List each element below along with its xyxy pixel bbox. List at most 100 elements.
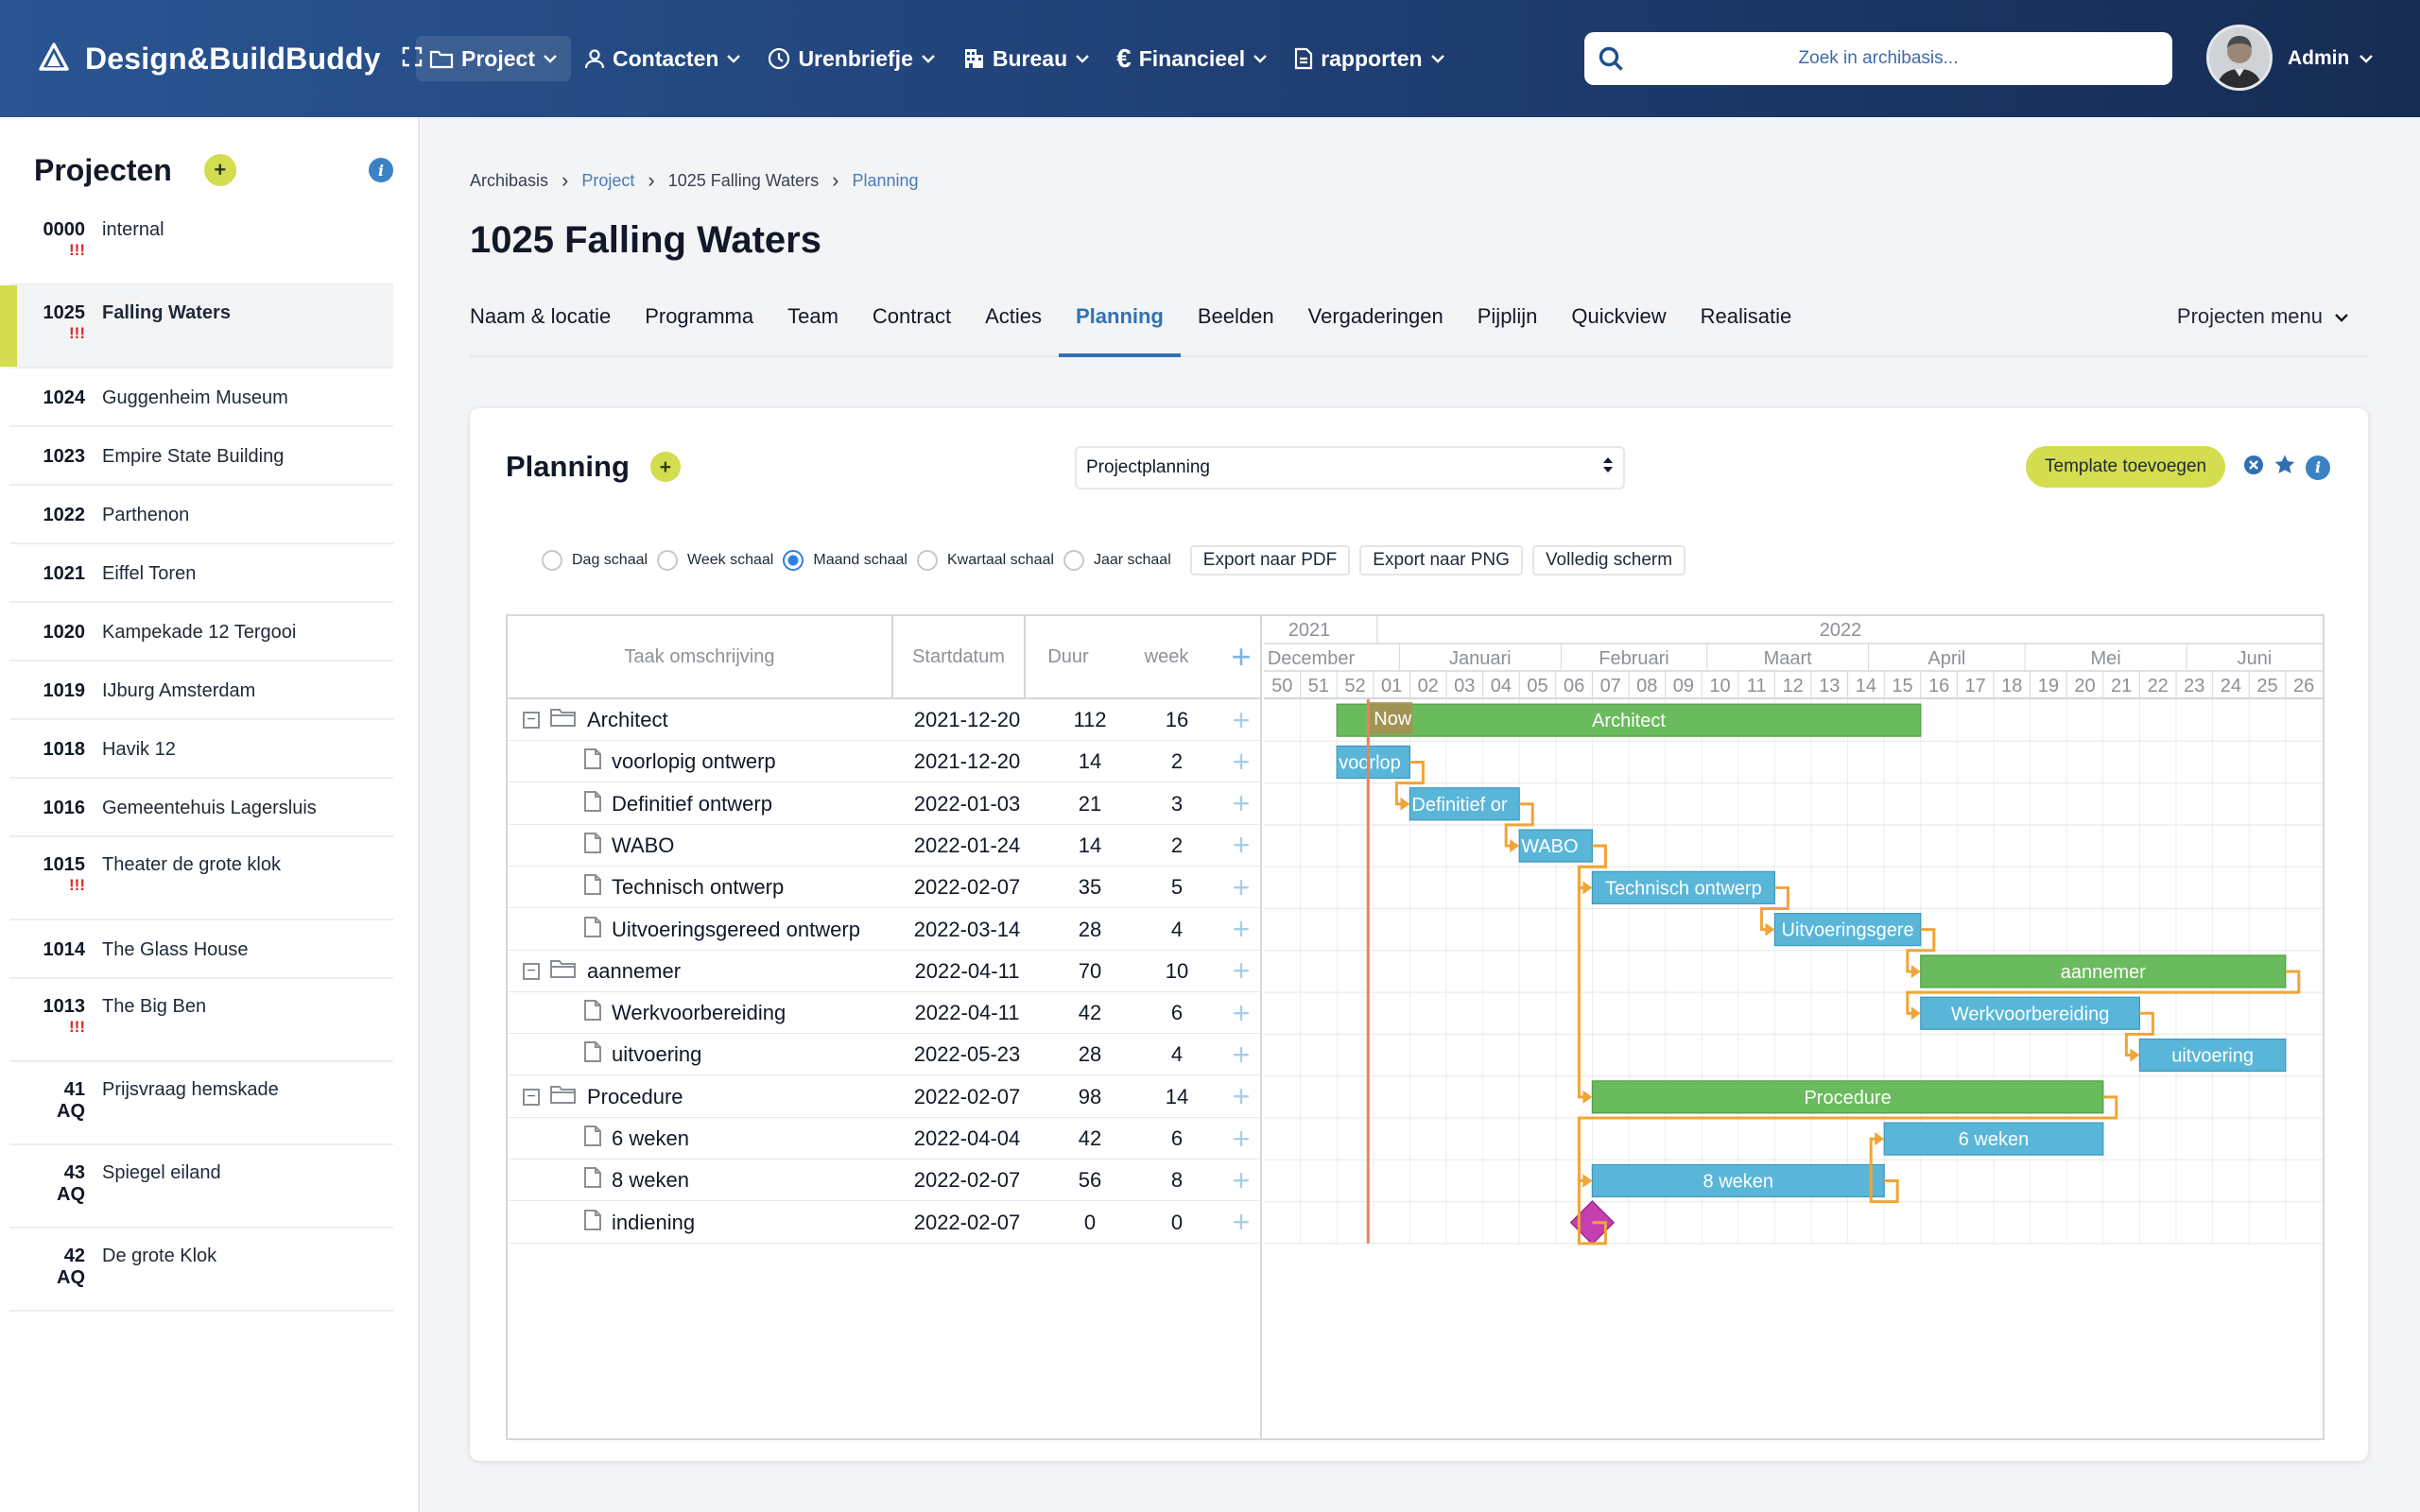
tab-planning[interactable]: Planning: [1058, 299, 1181, 357]
tab-naam-locatie[interactable]: Naam & locatie: [470, 304, 612, 328]
brand[interactable]: Design&BuildBuddy: [38, 36, 423, 81]
add-subtask-button[interactable]: +: [1232, 828, 1251, 863]
add-subtask-button[interactable]: +: [1232, 995, 1251, 1030]
project-list-item[interactable]: 0000!!!internal: [9, 202, 393, 285]
info-icon[interactable]: i: [369, 158, 393, 182]
scale-option[interactable]: Kwartaal schaal: [916, 550, 1054, 571]
scale-option[interactable]: Dag schaal: [542, 550, 648, 571]
add-subtask-button[interactable]: +: [1232, 912, 1251, 946]
template-add-button[interactable]: Template toevoegen: [2026, 446, 2226, 488]
fullscreen-icon[interactable]: [402, 46, 423, 72]
star-icon[interactable]: [2273, 454, 2296, 481]
export-png-button[interactable]: Export naar PNG: [1359, 545, 1523, 576]
project-list-item[interactable]: 1015!!!Theater de grote klok: [9, 837, 393, 920]
info-icon[interactable]: i: [2306, 455, 2330, 480]
nav-bureau[interactable]: Bureau: [949, 36, 1103, 81]
add-task-button[interactable]: +: [1222, 616, 1260, 699]
column-header-task[interactable]: Taak omschrijving: [508, 616, 893, 699]
add-subtask-button[interactable]: +: [1232, 954, 1251, 988]
collapse-toggle-icon[interactable]: −: [523, 1088, 540, 1106]
add-subtask-button[interactable]: +: [1232, 1162, 1251, 1197]
radio-button[interactable]: [542, 550, 562, 571]
nav-financieel[interactable]: € Financieel: [1103, 36, 1281, 81]
nav-project[interactable]: Project: [416, 36, 571, 81]
tab-vergaderingen[interactable]: Vergaderingen: [1307, 304, 1443, 328]
collapse-toggle-icon[interactable]: −: [523, 962, 540, 980]
add-subtask-button[interactable]: +: [1232, 1037, 1251, 1072]
scale-option[interactable]: Jaar schaal: [1063, 550, 1171, 571]
project-list-item[interactable]: 1013!!!The Big Ben: [9, 979, 393, 1062]
tab-pijplijn[interactable]: Pijplijn: [1477, 304, 1538, 328]
export-pdf-button[interactable]: Export naar PDF: [1189, 545, 1351, 576]
scale-option[interactable]: Maand schaal: [783, 550, 908, 571]
tab-team[interactable]: Team: [787, 304, 838, 328]
breadcrumb-planning[interactable]: Planning: [852, 170, 919, 190]
column-header-duration[interactable]: Duur: [1026, 616, 1111, 699]
tab-acties[interactable]: Acties: [985, 304, 1042, 328]
breadcrumb-current-project[interactable]: 1025 Falling Waters: [667, 170, 820, 190]
avatar[interactable]: [2206, 25, 2273, 91]
tab-beelden[interactable]: Beelden: [1197, 304, 1274, 328]
close-circle-icon[interactable]: [2243, 455, 2264, 480]
search-input[interactable]: [1584, 32, 2172, 85]
collapse-toggle-icon[interactable]: −: [523, 712, 540, 729]
task-bar: [1518, 829, 1594, 863]
add-subtask-button[interactable]: +: [1232, 786, 1251, 821]
nav-urenbriefje[interactable]: Urenbriefje: [754, 36, 948, 81]
add-project-button[interactable]: +: [203, 154, 236, 186]
add-subtask-button[interactable]: +: [1232, 1121, 1251, 1156]
radio-button[interactable]: [783, 550, 804, 571]
add-subtask-button[interactable]: +: [1232, 702, 1251, 737]
project-list-item[interactable]: 1025!!!Falling Waters: [0, 285, 393, 369]
breadcrumb-project[interactable]: Project: [581, 170, 635, 190]
add-subtask-button[interactable]: +: [1232, 869, 1251, 904]
user-menu[interactable]: Admin: [2288, 42, 2374, 76]
fullscreen-button[interactable]: Volledig scherm: [1531, 545, 1686, 576]
add-planning-button[interactable]: +: [649, 452, 681, 482]
column-header-week[interactable]: week: [1111, 616, 1222, 699]
projects-menu-button[interactable]: Projecten menu: [2177, 304, 2349, 329]
tab-quickview[interactable]: Quickview: [1571, 304, 1667, 328]
radio-button[interactable]: [1063, 550, 1084, 571]
tab-contract[interactable]: Contract: [872, 304, 952, 328]
planning-select[interactable]: Projectplanning: [1075, 446, 1625, 490]
column-header-start[interactable]: Startdatum: [893, 616, 1026, 699]
nav-contacten[interactable]: Contacten: [571, 36, 754, 81]
project-number: 42: [63, 1246, 85, 1266]
breadcrumb-archibasis[interactable]: Archibasis: [470, 170, 549, 190]
add-subtask-button[interactable]: +: [1232, 1205, 1251, 1240]
scale-option[interactable]: Week schaal: [657, 550, 773, 571]
add-subtask-button[interactable]: +: [1232, 744, 1251, 779]
tab-programma[interactable]: Programma: [645, 304, 754, 328]
nav-rapporten[interactable]: rapporten: [1281, 36, 1458, 81]
radio-button[interactable]: [657, 550, 679, 571]
radio-button[interactable]: [916, 550, 938, 571]
add-subtask-button[interactable]: +: [1232, 1079, 1251, 1114]
tab-realisatie[interactable]: Realisatie: [1700, 304, 1792, 328]
